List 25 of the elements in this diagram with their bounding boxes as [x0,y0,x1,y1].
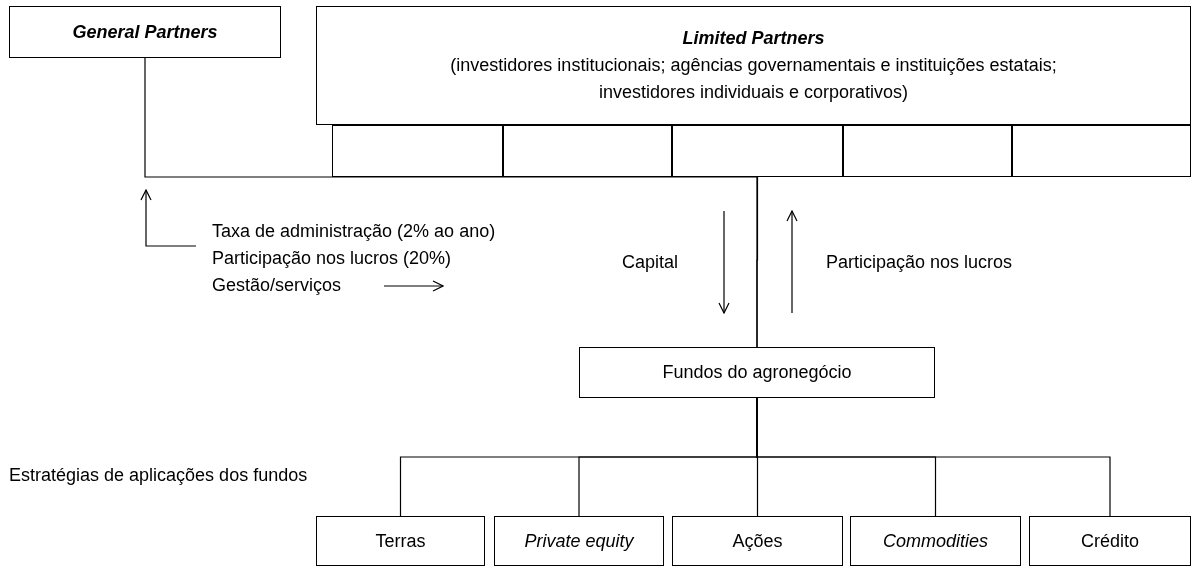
group-label: Estratégias de aplicações dos fundos [9,464,308,487]
box-title: General Partners [72,20,218,44]
box-text: Private equity [524,529,634,553]
connector-line [140,189,197,247]
box [494,516,664,566]
note-text: Participação nos lucros (20%) [212,247,452,270]
box [850,516,1021,566]
box [316,6,1191,125]
note-text: Taxa de administração (2% ao ano) [212,220,496,243]
box [579,347,935,398]
box [9,6,281,58]
box-text: Ações [732,529,783,553]
box-text: (investidores institucionais; agências governamentais e instituições estatais; investidores individuais e corporativos) [449,54,1058,104]
flow-label: Participação nos lucros [826,251,1013,274]
box [672,516,843,566]
connector-line [756,176,759,348]
box-text: Terras [375,529,426,553]
box-text: Fundos do agronegócio [662,361,852,384]
note-text: Gestão/serviços [212,274,342,297]
box-text: Commodities [883,529,988,553]
flow-label: Capital [622,251,679,274]
box [1029,516,1191,566]
box [316,516,485,566]
box-title: Limited Partners [682,27,825,50]
box-text: Crédito [1081,529,1139,553]
